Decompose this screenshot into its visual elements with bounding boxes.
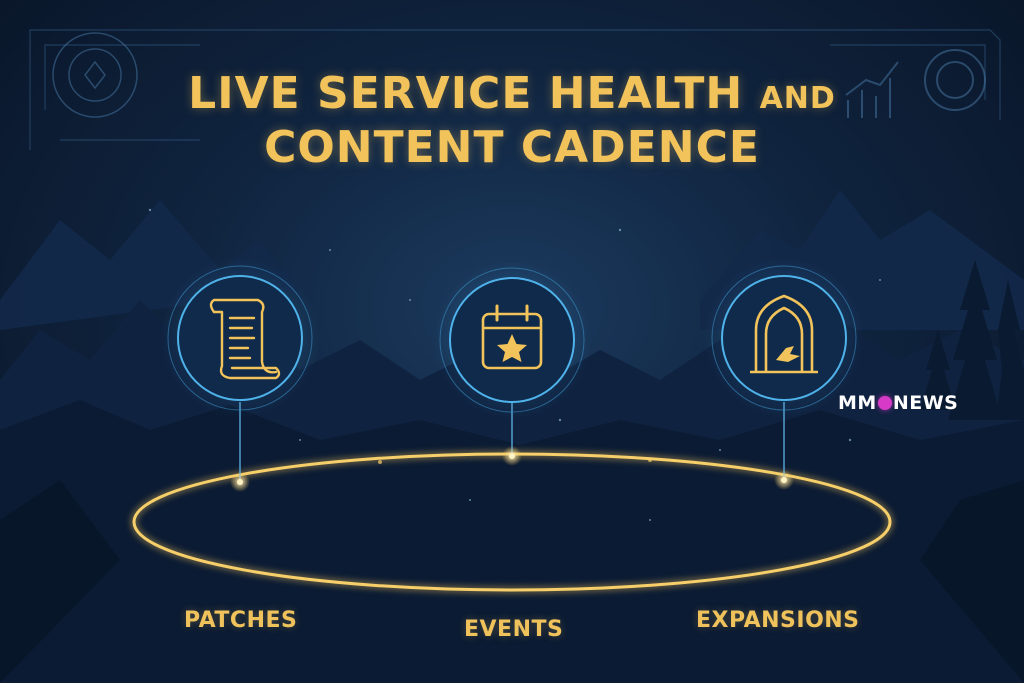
title-and-text: AND	[759, 81, 836, 116]
expansions-node	[704, 258, 864, 418]
expansions-label: EXPANSIONS	[696, 608, 860, 633]
pine-trees	[920, 260, 1024, 420]
hud-frame	[29, 29, 1001, 150]
scroll-icon	[209, 298, 281, 380]
events-label: EVENTS	[464, 617, 564, 642]
hud-target-icon	[52, 32, 138, 118]
hud-bar-chart-icon	[845, 49, 986, 118]
page-title-line-2: CONTENT CADENCE	[264, 122, 760, 173]
title-main-text: LIVE SERVICE HEALTH	[188, 68, 744, 119]
mmonews-logo: MM NEWS	[838, 392, 958, 414]
events-node	[432, 260, 592, 420]
page-title-line-1: LIVE SERVICE HEALTH AND	[0, 68, 1024, 119]
logo-left-text: MM	[838, 392, 877, 414]
patches-label: PATCHES	[184, 608, 298, 633]
calendar-star-icon	[481, 304, 543, 370]
ring-nodes	[230, 446, 794, 492]
logo-right-text: NEWS	[892, 392, 959, 414]
logo-mark-icon	[877, 396, 892, 410]
portal-arch-icon	[750, 294, 818, 374]
patches-node	[160, 258, 320, 418]
